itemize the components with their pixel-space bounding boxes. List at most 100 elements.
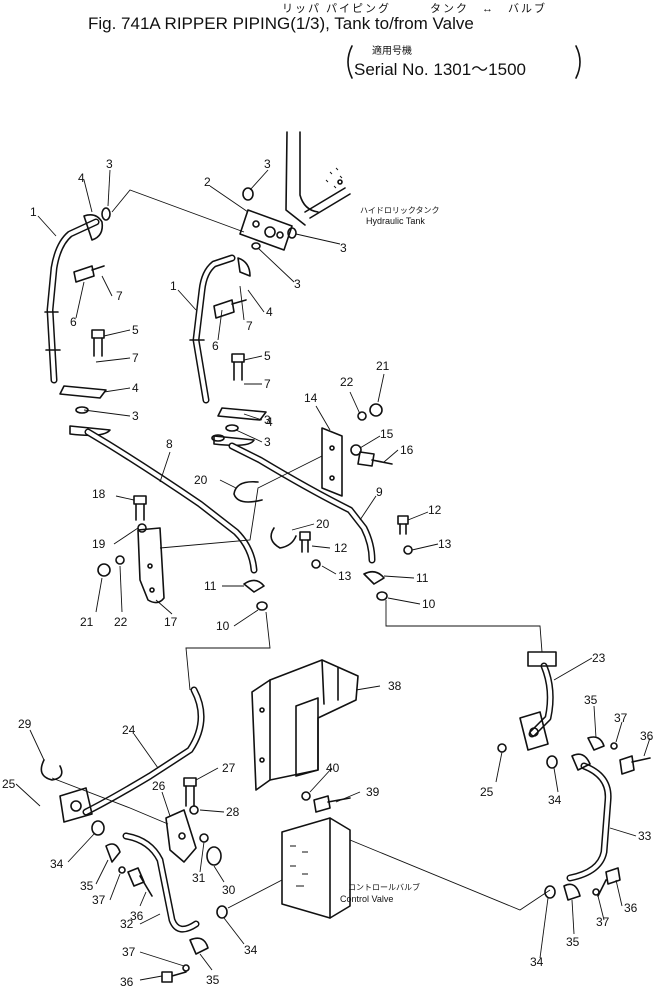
callout-number: 8 [166, 437, 173, 451]
flange-plate [239, 209, 293, 251]
bolt-36-left [127, 867, 153, 897]
callout-number: 20 [316, 517, 330, 531]
callout-number: 21 [376, 359, 390, 373]
o-ring-3-c [287, 227, 297, 239]
flange-block-right [519, 711, 549, 751]
japanese-title: リッパ パイピング タンク ↔ バルブ [282, 3, 548, 15]
route-line-29-to-26 [51, 777, 169, 825]
callout-number: 4 [266, 415, 273, 429]
control-valve-jp-label: コントロールバルブ [348, 882, 420, 892]
callout-number: 34 [530, 955, 544, 969]
split-flange-35-right-top [571, 753, 591, 771]
callout-number: 13 [438, 537, 452, 551]
steel-pipe-33 [566, 762, 612, 882]
route-line-pipe8-to-24 [185, 611, 271, 691]
flange-25 [59, 787, 93, 823]
callout-number: 35 [584, 693, 598, 707]
callout-number: 10 [216, 619, 230, 633]
washer-37-bottom [182, 964, 190, 972]
callout-number: 37 [596, 915, 610, 929]
callout-number: 16 [400, 443, 414, 457]
washer-13-left [311, 559, 321, 569]
o-ring-3-e [75, 406, 89, 414]
callout-number: 17 [164, 615, 178, 629]
callout-number: 28 [226, 805, 240, 819]
callout-number: 9 [376, 485, 383, 499]
callout-number: 22 [114, 615, 128, 629]
callout-number: 21 [80, 615, 94, 629]
bolt-39 [313, 795, 351, 813]
split-flange-11-left [243, 579, 265, 593]
bracket-26 [165, 809, 197, 863]
hose-pipe-left [44, 214, 104, 384]
o-ring-34-right [546, 755, 558, 769]
callout-number: 31 [192, 871, 206, 885]
washer-22-right [357, 411, 367, 421]
u-bolt-lower [270, 527, 297, 549]
callout-number: 3 [106, 157, 113, 171]
nut-21-left [97, 563, 111, 577]
washer-22-left [115, 555, 125, 565]
bracket-38 [251, 659, 359, 791]
callout-number: 29 [18, 717, 32, 731]
callout-number: 15 [380, 427, 394, 441]
callout-number: 36 [120, 975, 134, 989]
callout-number: 32 [120, 917, 134, 931]
nut-25-right [497, 743, 507, 753]
callout-number: 7 [264, 377, 271, 391]
callout-number: 7 [246, 319, 253, 333]
figure-title: Fig. 741A RIPPER PIPING(1/3), Tank to/fr… [88, 14, 474, 33]
bolt-5-left [91, 329, 105, 357]
callout-number: 14 [304, 391, 318, 405]
split-flange-11-right [363, 570, 385, 585]
callout-number: 36 [130, 909, 144, 923]
bolt-36-bottom [161, 971, 187, 983]
callout-number: 30 [222, 883, 236, 897]
steel-pipe-9 [228, 442, 376, 564]
split-flange-left-lower [59, 385, 111, 437]
hose-pipe-middle [189, 254, 251, 404]
callout-number: 25 [480, 785, 494, 799]
washer-37-right-lower [592, 888, 600, 896]
callout-number: 35 [80, 879, 94, 893]
bracket-14 [321, 427, 343, 497]
route-line-valve-left [227, 879, 283, 909]
callout-number: 34 [244, 943, 258, 957]
o-ring-34-lower-right [544, 885, 556, 899]
split-flange-35-right-upper [587, 736, 605, 751]
callout-number: 35 [566, 935, 580, 949]
callout-number: 13 [338, 569, 352, 583]
route-line-tank-upper [111, 189, 245, 233]
nut-30 [206, 846, 222, 866]
bolt-5-middle [231, 353, 245, 381]
bolt-6 [73, 265, 105, 283]
o-ring-10-left [256, 601, 268, 611]
callout-number: 6 [212, 339, 219, 353]
callout-number: 37 [614, 711, 628, 725]
o-ring-3-a [101, 207, 111, 221]
callout-number: 25 [2, 777, 16, 791]
washer-28 [189, 805, 199, 815]
callout-number: 3 [340, 241, 347, 255]
control-valve-label: Control Valve [340, 894, 393, 904]
o-ring-10-right [376, 591, 388, 601]
callout-number: 4 [266, 305, 273, 319]
serial-japanese-label: 適用号機 [372, 46, 412, 57]
o-ring-3-g [211, 434, 225, 442]
callout-number: 11 [416, 571, 429, 585]
nut-21-right [369, 403, 383, 417]
washer-37-right-upper [610, 742, 618, 750]
washer-13-right [403, 545, 413, 555]
o-ring-3-d [251, 242, 261, 250]
callout-number: 27 [222, 761, 236, 775]
hose-clamp-29 [40, 759, 63, 781]
washer-15 [350, 444, 362, 456]
callout-leaders [15, 169, 651, 981]
split-flange-35-bottom [189, 937, 209, 955]
bolt-36-right-lower [597, 867, 621, 897]
o-ring-34-bottom [216, 905, 228, 919]
callout-number: 7 [132, 351, 139, 365]
hydraulic-tank [285, 131, 351, 226]
callout-number: 37 [92, 893, 106, 907]
